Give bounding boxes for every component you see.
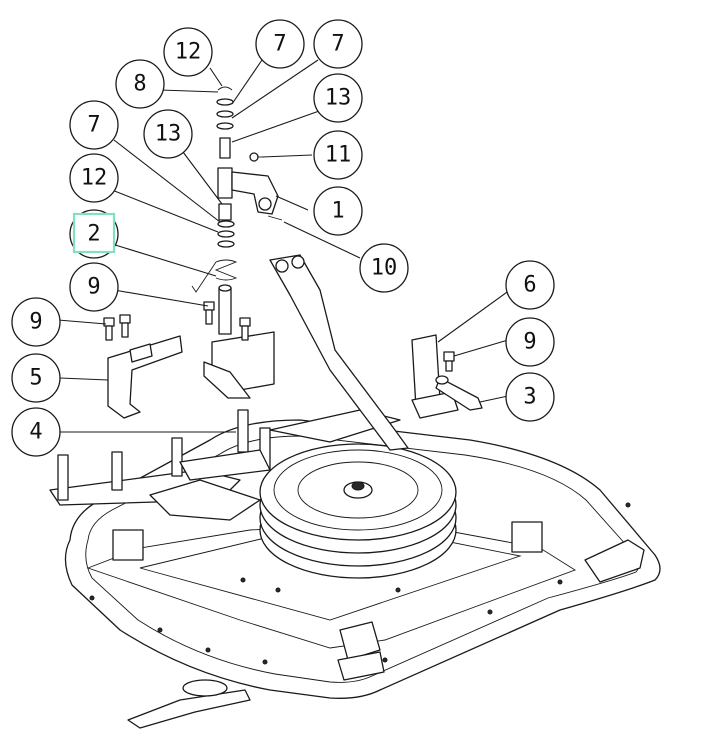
callout-label: 3 — [523, 385, 536, 410]
callout-13-right: 13 — [313, 73, 363, 123]
callout-7-b: 7 — [313, 19, 363, 69]
callout-label: 10 — [371, 256, 398, 281]
callout-label: 7 — [87, 113, 100, 138]
callout-label: 2 — [87, 222, 100, 247]
callout-9-mid: 9 — [69, 262, 119, 312]
callout-label: 13 — [155, 122, 182, 147]
callout-label: 12 — [175, 40, 202, 65]
callout-label: 4 — [29, 420, 42, 445]
callout-4: 4 — [11, 407, 61, 457]
callout-7-a: 7 — [255, 19, 305, 69]
highlight-box — [72, 212, 116, 254]
callout-13-left: 13 — [143, 109, 193, 159]
callout-11: 11 — [313, 130, 363, 180]
callout-12-left: 12 — [69, 153, 119, 203]
callout-10: 10 — [359, 243, 409, 293]
callout-label: 6 — [523, 273, 536, 298]
callout-9-left: 9 — [11, 297, 61, 347]
leader-lines — [57, 59, 511, 433]
callout-label: 1 — [331, 199, 344, 224]
callout-2-highlighted: 2 — [69, 209, 119, 259]
callout-3: 3 — [505, 372, 555, 422]
callout-12-top: 12 — [163, 27, 213, 77]
callout-label: 12 — [81, 166, 108, 191]
callout-label: 13 — [325, 86, 352, 111]
callout-label: 9 — [29, 310, 42, 335]
callout-label: 7 — [273, 32, 286, 57]
callout-label: 7 — [331, 32, 344, 57]
callout-label: 11 — [325, 143, 352, 168]
callout-6: 6 — [505, 260, 555, 310]
callout-9-right: 9 — [505, 317, 555, 367]
callout-label: 9 — [87, 275, 100, 300]
callout-8: 8 — [115, 59, 165, 109]
callout-5: 5 — [11, 353, 61, 403]
callout-label: 9 — [523, 330, 536, 355]
callout-7-left: 7 — [69, 100, 119, 150]
callouts: 12 7 7 8 13 7 13 11 — [11, 19, 555, 457]
callout-label: 8 — [133, 72, 146, 97]
callout-label: 5 — [29, 366, 42, 391]
mower-deck — [49, 86, 661, 729]
callout-1: 1 — [313, 186, 363, 236]
